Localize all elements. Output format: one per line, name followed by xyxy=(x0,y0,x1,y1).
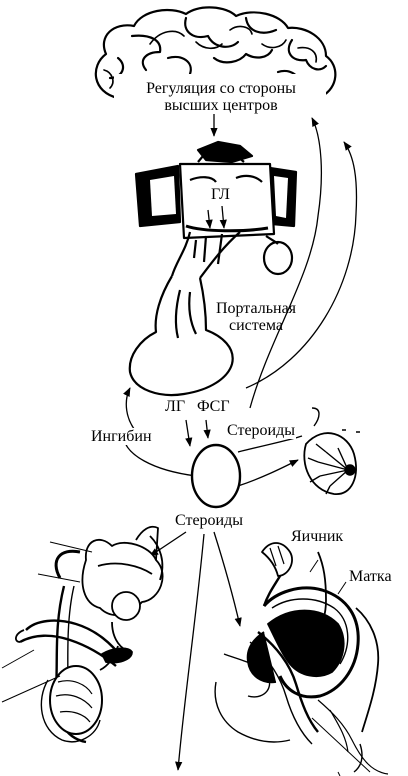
brain-regulation-line1: Регуляция со стороны xyxy=(146,80,296,97)
hypothalamus-label: ГЛ xyxy=(210,186,231,203)
lh-label: ЛГ xyxy=(164,398,187,415)
inhibin-label: Ингибин xyxy=(90,428,153,445)
brain-label-backdrop xyxy=(114,74,326,120)
portal-system-label: Портальная система xyxy=(200,300,312,334)
steroids-upper-label: Стероиды xyxy=(226,422,297,439)
portal-system-line1: Портальная xyxy=(215,300,297,317)
brain-regulation-label: Регуляция со стороны высших центров xyxy=(118,80,324,114)
portal-system-line2: система xyxy=(229,317,283,334)
gonad-oval xyxy=(192,445,240,507)
hypothalamus-pituitary-drawing xyxy=(130,142,296,395)
brain-regulation-line2: высших центров xyxy=(164,97,278,114)
mammary-gland-drawing xyxy=(304,408,362,494)
steroids-lower-label: Стероиды xyxy=(174,512,245,529)
ovary-label: Яичник xyxy=(290,528,345,545)
male-reproductive-drawing xyxy=(2,527,163,742)
uterus-label: Матка xyxy=(348,568,393,585)
fsh-label: ФСГ xyxy=(196,398,231,415)
female-reproductive-drawing xyxy=(215,543,388,776)
